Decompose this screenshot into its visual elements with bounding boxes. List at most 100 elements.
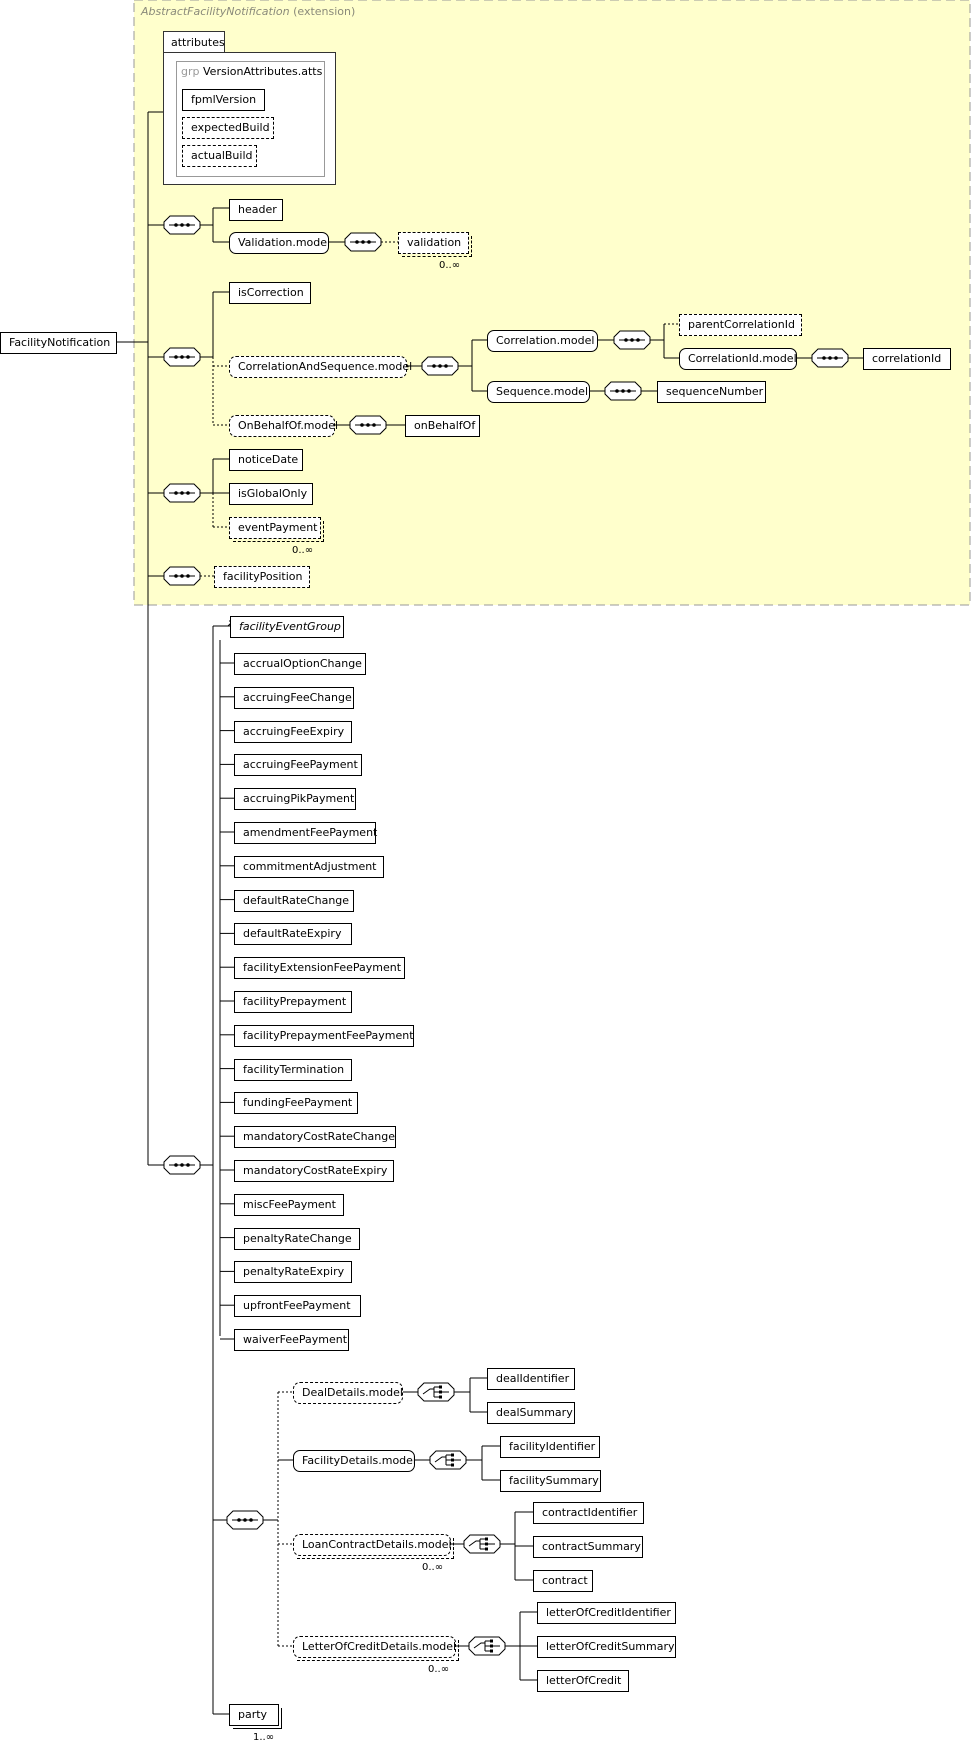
event-facilityPrepayment[interactable]: facilityPrepayment bbox=[234, 991, 352, 1013]
event-commitmentAdjustment[interactable]: commitmentAdjustment bbox=[234, 855, 384, 878]
sequence-compositor-icon bbox=[163, 1155, 201, 1175]
optional-connector bbox=[212, 493, 229, 528]
node-party[interactable]: party bbox=[229, 1704, 282, 1729]
node-facility-position[interactable]: facilityPosition bbox=[214, 566, 310, 588]
node-loan-contract-details-model[interactable]: LoanContractDetails.model bbox=[293, 1534, 454, 1559]
event-accruingFeePayment[interactable]: accruingFeePayment bbox=[234, 754, 362, 777]
node-correlation-id-model[interactable]: CorrelationId.model bbox=[679, 348, 797, 370]
sequence-compositor-icon bbox=[163, 215, 201, 235]
node-notice-date[interactable]: noticeDate bbox=[229, 449, 303, 471]
node-deal-details-model[interactable]: DealDetails.model bbox=[293, 1382, 403, 1404]
event-accrualOptionChange[interactable]: accrualOptionChange bbox=[234, 653, 366, 675]
node-on-behalf-of[interactable]: onBehalfOf bbox=[405, 415, 480, 437]
sequence-compositor-icon bbox=[349, 415, 387, 435]
node-contract[interactable]: contract bbox=[533, 1570, 593, 1592]
node-deal-summary[interactable]: dealSummary bbox=[487, 1402, 575, 1424]
multiplicity-party: 1..∞ bbox=[253, 1732, 275, 1743]
connector bbox=[454, 1377, 487, 1413]
node-facility-identifier[interactable]: facilityIdentifier bbox=[500, 1436, 600, 1458]
event-facilityTermination[interactable]: facilityTermination bbox=[234, 1058, 352, 1081]
node-parent-correlation-id[interactable]: parentCorrelationId bbox=[679, 314, 802, 336]
sequence-compositor-icon bbox=[163, 566, 201, 586]
connector bbox=[505, 1611, 537, 1681]
node-event-payment[interactable]: eventPayment bbox=[229, 517, 324, 542]
connector bbox=[263, 1459, 293, 1521]
node-contract-summary[interactable]: contractSummary bbox=[533, 1536, 643, 1558]
attr-fpml-version[interactable]: fpmlVersion bbox=[182, 89, 265, 111]
choice-compositors bbox=[417, 1382, 506, 1656]
choice-compositor-icon bbox=[429, 1450, 467, 1470]
event-mandatoryCostRateChange[interactable]: mandatoryCostRateChange bbox=[234, 1126, 396, 1149]
node-on-behalf-of-model[interactable]: OnBehalfOf.model bbox=[229, 415, 338, 437]
event-waiverFeePayment[interactable]: waiverFeePayment bbox=[234, 1329, 349, 1351]
group-keyword: grp bbox=[181, 65, 200, 78]
event-defaultRateExpiry[interactable]: defaultRateExpiry bbox=[234, 923, 352, 946]
connector bbox=[458, 339, 487, 392]
attr-actual-build[interactable]: actualBuild bbox=[182, 145, 257, 167]
node-is-global-only[interactable]: isGlobalOnly bbox=[229, 483, 313, 505]
solid-connectors bbox=[117, 111, 863, 1715]
multiplicity-validation: 0..∞ bbox=[439, 260, 461, 271]
event-fundingFeePayment[interactable]: fundingFeePayment bbox=[234, 1092, 358, 1115]
optional-connector bbox=[277, 1391, 293, 1647]
event-mandatoryCostRateExpiry[interactable]: mandatoryCostRateExpiry bbox=[234, 1160, 394, 1182]
dashed-connectors bbox=[200, 241, 679, 1647]
connector bbox=[466, 1445, 500, 1481]
node-correlation-and-sequence-model[interactable]: CorrelationAndSequence.model bbox=[229, 356, 412, 378]
event-amendmentFeePayment[interactable]: amendmentFeePayment bbox=[234, 822, 377, 844]
extension-base-name: AbstractFacilityNotification bbox=[141, 5, 290, 18]
node-correlation-model[interactable]: Correlation.model bbox=[487, 330, 598, 352]
sequence-compositors bbox=[163, 215, 849, 1530]
node-facility-summary[interactable]: facilitySummary bbox=[500, 1470, 601, 1492]
optional-connector bbox=[212, 357, 229, 426]
choice-compositor-icon bbox=[417, 1382, 455, 1402]
sequence-compositor-icon bbox=[163, 483, 201, 503]
node-deal-identifier[interactable]: dealIdentifier bbox=[487, 1368, 575, 1390]
node-header[interactable]: header bbox=[229, 199, 283, 221]
connector bbox=[212, 1336, 229, 1715]
sequence-compositor-icon bbox=[421, 356, 459, 376]
multiplicity-letter-of-credit: 0..∞ bbox=[428, 1664, 450, 1675]
event-defaultRateChange[interactable]: defaultRateChange bbox=[234, 889, 354, 912]
event-facilityPrepaymentFeePayment[interactable]: facilityPrepaymentFeePayment bbox=[234, 1024, 414, 1047]
event-upfrontFeePayment[interactable]: upfrontFeePayment bbox=[234, 1295, 361, 1318]
extension-title: AbstractFacilityNotification (extension) bbox=[141, 5, 355, 18]
event-accruingPikPayment[interactable]: accruingPikPayment bbox=[234, 788, 356, 811]
connector bbox=[200, 207, 229, 243]
connector bbox=[200, 458, 229, 494]
node-letter-of-credit-identifier[interactable]: letterOfCreditIdentifier bbox=[537, 1602, 676, 1624]
node-contract-identifier[interactable]: contractIdentifier bbox=[533, 1502, 644, 1524]
event-accruingFeeChange[interactable]: accruingFeeChange bbox=[234, 686, 354, 709]
root-element-facility-notification[interactable]: FacilityNotification bbox=[0, 332, 117, 354]
event-accruingFeeExpiry[interactable]: accruingFeeExpiry bbox=[234, 720, 352, 743]
event-facilityExtensionFeePayment[interactable]: facilityExtensionFeePayment bbox=[234, 957, 405, 980]
group-name: VersionAttributes.atts bbox=[203, 65, 323, 78]
node-facility-event-group[interactable]: facilityEventGroup bbox=[230, 616, 344, 638]
event-penaltyRateExpiry[interactable]: penaltyRateExpiry bbox=[234, 1261, 352, 1284]
connector bbox=[200, 626, 214, 1345]
node-is-correction[interactable]: isCorrection bbox=[229, 282, 311, 304]
event-miscFeePayment[interactable]: miscFeePayment bbox=[234, 1193, 344, 1216]
sequence-compositor-icon bbox=[344, 232, 382, 252]
node-sequence-number[interactable]: sequenceNumber bbox=[657, 381, 766, 403]
attributes-tab: attributes bbox=[163, 31, 225, 53]
sequence-compositor-icon bbox=[613, 330, 651, 350]
multiplicity-loan-contract: 0..∞ bbox=[422, 1562, 444, 1573]
multiplicity-event-payment: 0..∞ bbox=[292, 545, 314, 556]
node-sequence-model[interactable]: Sequence.model bbox=[487, 381, 590, 403]
connector bbox=[500, 1511, 533, 1581]
attr-expected-build[interactable]: expectedBuild bbox=[182, 117, 274, 139]
node-facility-details-model[interactable]: FacilityDetails.model bbox=[293, 1450, 416, 1472]
node-letter-of-credit[interactable]: letterOfCredit bbox=[537, 1670, 629, 1692]
node-correlation-id[interactable]: correlationId bbox=[863, 348, 951, 370]
node-validation[interactable]: validation bbox=[398, 232, 472, 257]
extension-suffix: (extension) bbox=[293, 5, 356, 18]
node-validation-model[interactable]: Validation.model bbox=[229, 232, 330, 254]
event-penaltyRateChange[interactable]: penaltyRateChange bbox=[234, 1227, 360, 1250]
attribute-group-label: grp VersionAttributes.atts bbox=[181, 65, 322, 78]
sequence-compositor-icon bbox=[811, 348, 849, 368]
node-letter-of-credit-summary[interactable]: letterOfCreditSummary bbox=[537, 1636, 676, 1658]
node-letter-of-credit-details-model[interactable]: LetterOfCreditDetails.model bbox=[293, 1636, 459, 1661]
